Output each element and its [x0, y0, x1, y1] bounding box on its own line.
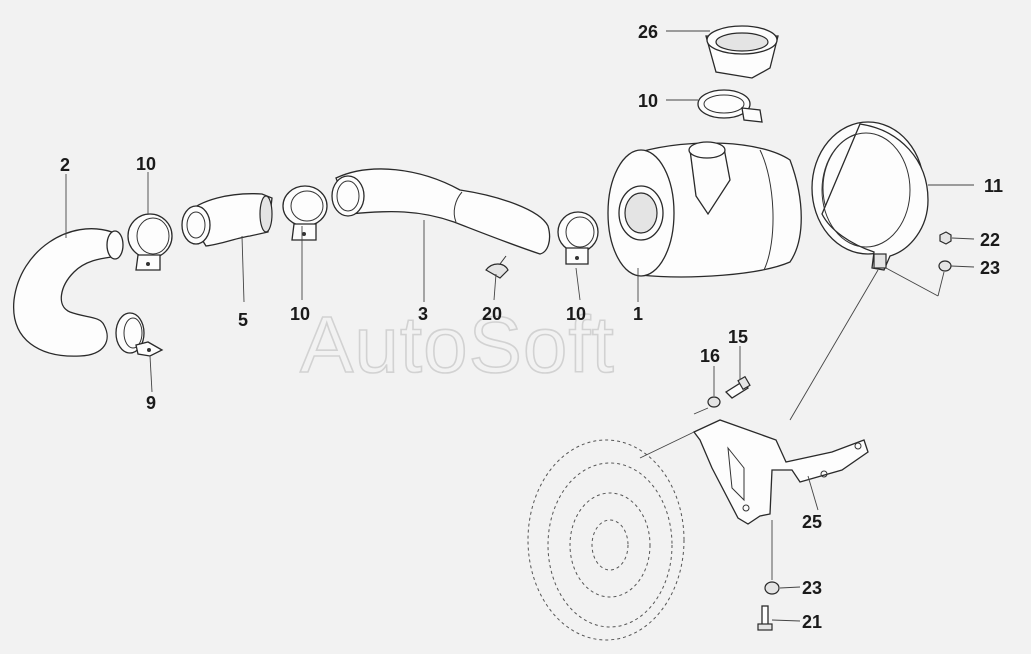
callout-10: 10 — [566, 304, 586, 324]
part-10-clamp-b — [282, 185, 328, 241]
part-3-long-hose — [331, 168, 551, 255]
callout-1: 1 — [633, 304, 643, 324]
part-2-bent-hose — [13, 228, 124, 357]
watermark: AutoSoft — [300, 300, 615, 389]
callout-10: 10 — [136, 154, 156, 174]
callout-2: 2 — [60, 155, 70, 175]
part-5-elbow-hose — [181, 193, 273, 247]
part-16-washer — [707, 396, 721, 408]
part-9-clamp — [115, 312, 164, 357]
callout-9: 9 — [146, 393, 156, 413]
part-26-adapter-cup — [705, 25, 779, 79]
part-23-nut-b — [764, 581, 780, 595]
callout-26: 26 — [638, 22, 658, 42]
callout-23: 23 — [980, 258, 1000, 278]
part-10-clamp-c — [557, 211, 599, 265]
callout-15: 15 — [728, 327, 748, 347]
leader-lines — [65, 30, 975, 622]
callout-5: 5 — [238, 310, 248, 330]
callout-3: 3 — [418, 304, 428, 324]
engine-flange-dashed — [527, 439, 685, 641]
part-15-bolt — [724, 375, 751, 399]
callout-10: 10 — [290, 304, 310, 324]
callout-23: 23 — [802, 578, 822, 598]
callout-21: 21 — [802, 612, 822, 632]
callout-22: 22 — [980, 230, 1000, 250]
callout-16: 16 — [700, 346, 720, 366]
part-22-nut — [939, 231, 952, 245]
part-11-mounting-band — [811, 121, 929, 271]
callout-11: 11 — [984, 176, 1003, 196]
part-23-nut-a — [938, 260, 952, 272]
part-10-clamp-d — [697, 89, 763, 123]
part-1-air-filter — [607, 141, 802, 278]
callout-25: 25 — [802, 512, 822, 532]
callout-20: 20 — [482, 304, 502, 324]
part-20-clip — [485, 255, 509, 279]
part-21-bolt — [757, 605, 773, 631]
part-25-bracket — [692, 419, 869, 525]
callout-10: 10 — [638, 91, 658, 111]
part-10-clamp-a — [127, 213, 173, 271]
